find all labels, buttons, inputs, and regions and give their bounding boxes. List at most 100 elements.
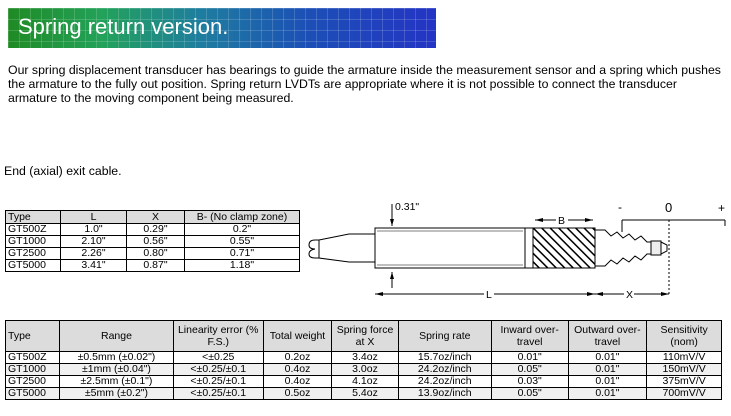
dims-table-cell: 1.0" (60, 223, 127, 236)
armature-tip (650, 240, 662, 256)
specs-header-weight: Total weight (262, 320, 333, 352)
specs-table-cell: 24.2oz/inch (397, 363, 492, 376)
specs-table-cell: GT1000 (4, 363, 61, 376)
specs-table-cell: 3.4oz (331, 351, 399, 364)
dims-table-cell: GT2500 (5, 247, 61, 260)
dims-table-cell: 0.55" (184, 235, 300, 248)
intro-paragraph: Our spring displacement transducer has b… (8, 63, 721, 105)
dim-031-arrow-bottom (390, 272, 394, 279)
dims-table-cell: 0.80" (126, 247, 185, 260)
specs-table-cell: 0.2oz (262, 351, 333, 364)
specs-table-cell: 13.9oz/inch (397, 387, 492, 400)
specs-table-cell: ±0.5mm (±0.02") (59, 351, 174, 364)
specs-header-spring-rate: Spring rate (397, 320, 492, 352)
specs-table-cell: 0.01" (490, 351, 569, 364)
scale-zero-label: 0 (665, 200, 672, 215)
dims-table-cell: 2.26" (60, 247, 127, 260)
specs-header-range: Range (59, 320, 174, 352)
spring-bellows (594, 229, 652, 267)
specs-table-cell: 110mV/V (646, 351, 722, 364)
specs-table-cell: 0.01" (567, 351, 648, 364)
specs-table-cell: 375mV/V (646, 375, 722, 388)
specs-table-cell: <±0.25/±0.1 (172, 363, 264, 376)
specs-table-cell: 4.1oz (331, 375, 399, 388)
dim-x-arrow-left (595, 292, 603, 296)
specs-table-cell: 3.0oz (331, 363, 399, 376)
dim-x-label-bg (624, 288, 634, 300)
cable-boot (318, 233, 376, 263)
specs-header-sensitivity: Sensitivity (nom) (646, 320, 722, 352)
cable-stub (308, 239, 320, 259)
dim-b-arrow-right (585, 218, 593, 222)
specs-header-type: Type (4, 320, 61, 352)
dim-l-label: L (486, 289, 492, 301)
specs-header-spring-force: Spring force at X (331, 320, 399, 352)
no-clamp-zone (532, 227, 596, 269)
dim-b-label: B (558, 215, 565, 227)
specs-table-cell: 0.5oz (262, 387, 333, 400)
specs-table-cell: 700mV/V (646, 387, 722, 400)
dimensions-header-row: Type L X B- (No clamp zone) (5, 210, 300, 224)
dims-table-cell: GT1000 (5, 235, 61, 248)
dims-table-cell: 0.71" (184, 247, 300, 260)
specs-table-cell: 0.05" (490, 387, 569, 400)
dim-l-arrow-left (375, 292, 383, 296)
specifications-table: Type Range Linearity error (% F.S.) Tota… (4, 320, 722, 400)
body-gap (524, 227, 534, 269)
dims-header-b: B- (No clamp zone) (184, 210, 300, 224)
cable-exit-heading: End (axial) exit cable. (4, 164, 122, 178)
dims-table-cell: GT500Z (5, 223, 61, 236)
specs-table-cell: 150mV/V (646, 363, 722, 376)
section-banner: Spring return version. (8, 8, 436, 48)
specs-table-cell: GT5000 (4, 387, 61, 400)
dims-table-cell: 0.87" (126, 259, 185, 272)
specs-table-cell: <±0.25 (172, 351, 264, 364)
specs-header-inward: Inward over-travel (490, 320, 569, 352)
dim-b-arrow-left (535, 218, 543, 222)
dim-b-label-bg (556, 214, 568, 226)
dims-table-cell: 3.41" (60, 259, 127, 272)
dims-header-x: X (126, 210, 185, 224)
dim-031-arrow-top (390, 219, 394, 226)
dim-031-label: 0.31" (395, 201, 419, 213)
specs-table-cell: 0.03" (490, 375, 569, 388)
dims-header-l: L (60, 210, 127, 224)
armature-nose (660, 241, 668, 255)
specs-table-cell: <±0.25/±0.1 (172, 375, 264, 388)
specs-table-cell: ±2.5mm (±0.1") (59, 375, 174, 388)
specs-table-cell: 15.7oz/inch (397, 351, 492, 364)
specs-table-cell: 0.01" (567, 375, 648, 388)
specs-table-cell: ±1mm (±0.04") (59, 363, 174, 376)
transducer-diagram: 0.31" B L X - 0 + (308, 200, 726, 301)
dims-header-type: Type (5, 210, 61, 224)
section-title: Spring return version. (18, 14, 229, 39)
dims-table-cell: 0.29" (126, 223, 185, 236)
specs-table-cell: 0.01" (567, 387, 648, 400)
specs-table-cell: ±5mm (±0.2") (59, 387, 174, 400)
specs-header-row: Type Range Linearity error (% F.S.) Tota… (4, 320, 722, 352)
specs-table-cell: 24.2oz/inch (397, 375, 492, 388)
specs-table-cell: <±0.25/±0.1 (172, 387, 264, 400)
dims-table-cell: GT5000 (5, 259, 61, 272)
dims-table-cell: 1.18" (184, 259, 300, 272)
specs-table-cell: 0.01" (567, 363, 648, 376)
scale-minus-label: - (618, 200, 622, 214)
specs-header-outward: Outward over-travel (567, 320, 648, 352)
dim-l-label-bg (484, 288, 494, 300)
specs-header-linearity: Linearity error (% F.S.) (172, 320, 264, 352)
scale-plus-label: + (718, 201, 725, 215)
dims-table-cell: 0.56" (126, 235, 185, 248)
specs-table-cell: GT500Z (4, 351, 61, 364)
specs-table-cell: 0.4oz (262, 363, 333, 376)
specs-table-cell: GT2500 (4, 375, 61, 388)
sensor-body (374, 227, 526, 269)
specs-table-cell: 0.4oz (262, 375, 333, 388)
